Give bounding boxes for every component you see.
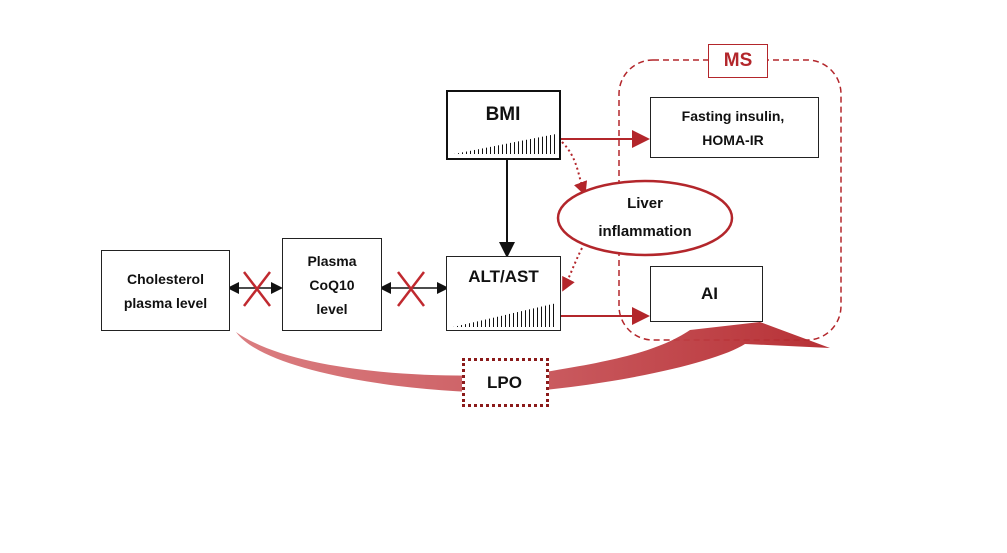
- alt-ast-box: ALT/AST: [446, 256, 561, 331]
- coq10-box: Plasma CoQ10 level: [282, 238, 382, 331]
- ai-box: AI: [650, 266, 763, 322]
- cholesterol-label-line2: plasma level: [123, 294, 208, 311]
- liver-ellipse: [556, 179, 734, 257]
- ms-label: MS: [723, 50, 753, 71]
- coq10-label-line2: CoQ10: [309, 276, 355, 293]
- fasting-label-line2: HOMA-IR: [702, 131, 764, 148]
- cross-mark-1: [243, 271, 271, 307]
- cholesterol-box: Cholesterol plasma level: [101, 250, 230, 331]
- ms-label-box: MS: [708, 44, 768, 78]
- fasting-insulin-box: Fasting insulin, HOMA-IR: [650, 97, 819, 158]
- liver-label: Liver inflammation: [580, 190, 710, 246]
- liver-label-line1: Liver: [627, 195, 663, 212]
- coq10-label-line1: Plasma: [307, 252, 357, 269]
- liver-to-alt-dotted: [562, 247, 583, 292]
- cross-mark-2: [397, 271, 425, 307]
- coq10-label-line3: level: [316, 300, 348, 317]
- lpo-curved-arrow: [236, 322, 830, 393]
- lpo-label: LPO: [487, 372, 522, 392]
- bmi-to-liver-dotted: [561, 141, 588, 196]
- ai-label: AI: [701, 284, 718, 303]
- alt-ast-label: ALT/AST: [468, 267, 539, 286]
- bmi-box: BMI: [446, 90, 561, 160]
- lpo-box: LPO: [462, 358, 549, 407]
- bmi-gradient-bar: [454, 134, 556, 154]
- bmi-label: BMI: [485, 104, 521, 125]
- cholesterol-label-line1: Cholesterol: [126, 270, 204, 287]
- liver-label-line2: inflammation: [598, 223, 692, 240]
- alt-gradient-bar: [453, 303, 557, 327]
- fasting-label-line1: Fasting insulin,: [681, 107, 785, 124]
